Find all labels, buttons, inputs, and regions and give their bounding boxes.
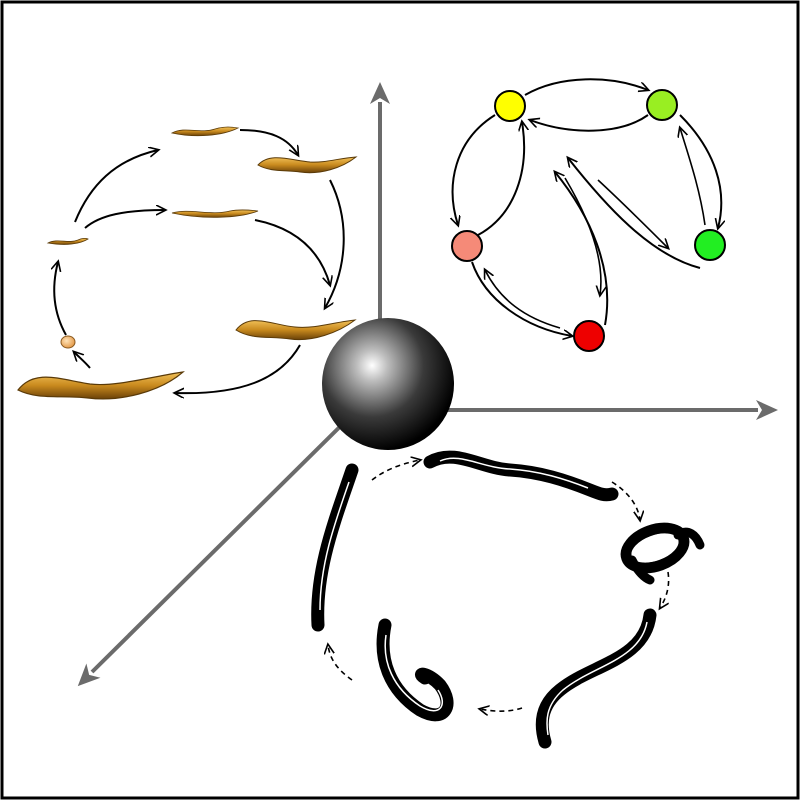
- cycle-arrow: [84, 210, 165, 229]
- state-edge: [568, 158, 701, 269]
- cycle-arrow: [74, 150, 158, 223]
- state-edge: [564, 177, 601, 295]
- state-node-red: [573, 320, 605, 352]
- cycle-arrow: [611, 481, 640, 520]
- axis-down-left: [77, 393, 374, 687]
- adult-mid: [235, 319, 357, 341]
- cycle-arrow: [325, 179, 345, 308]
- worm-wave: [423, 450, 619, 502]
- cycle-arrow: [254, 219, 330, 285]
- state-edge: [471, 261, 572, 336]
- cycle-arrow: [54, 262, 67, 336]
- cycle-arrow: [660, 571, 670, 608]
- cycle-arrow: [480, 708, 523, 711]
- adult-young: [257, 156, 358, 174]
- egg: [60, 335, 76, 349]
- worm-bend: [535, 608, 657, 749]
- state-network: [451, 78, 726, 352]
- state-edge: [477, 122, 524, 236]
- state-edge: [530, 114, 649, 132]
- state-edge: [485, 270, 561, 329]
- life-cycle: [17, 126, 358, 400]
- state-node-salmon: [451, 230, 483, 262]
- state-node-yellow: [494, 90, 526, 122]
- worm-straight: [311, 463, 359, 632]
- cycle-arrow: [239, 129, 298, 155]
- larva-upper: [170, 126, 240, 137]
- larva-medium: [171, 209, 259, 218]
- larva-small: [46, 237, 89, 245]
- state-edge: [679, 114, 721, 228]
- cycle-arrow: [74, 352, 91, 369]
- locomotion-cycle: [311, 450, 705, 749]
- worm-coil: [620, 522, 705, 585]
- state-edge: [680, 128, 706, 226]
- state-node-lightgreen: [646, 89, 678, 121]
- cycle-arrow: [175, 344, 301, 393]
- state-edge: [524, 78, 648, 96]
- adult-large: [17, 371, 185, 400]
- black-sphere: [322, 318, 454, 450]
- state-edge: [597, 179, 668, 248]
- state-edge: [453, 114, 496, 225]
- cycle-arrow: [328, 645, 353, 681]
- cycle-arrow: [371, 460, 420, 481]
- state-node-green: [694, 229, 726, 261]
- worm-omega: [376, 618, 454, 722]
- state-edge: [555, 172, 609, 326]
